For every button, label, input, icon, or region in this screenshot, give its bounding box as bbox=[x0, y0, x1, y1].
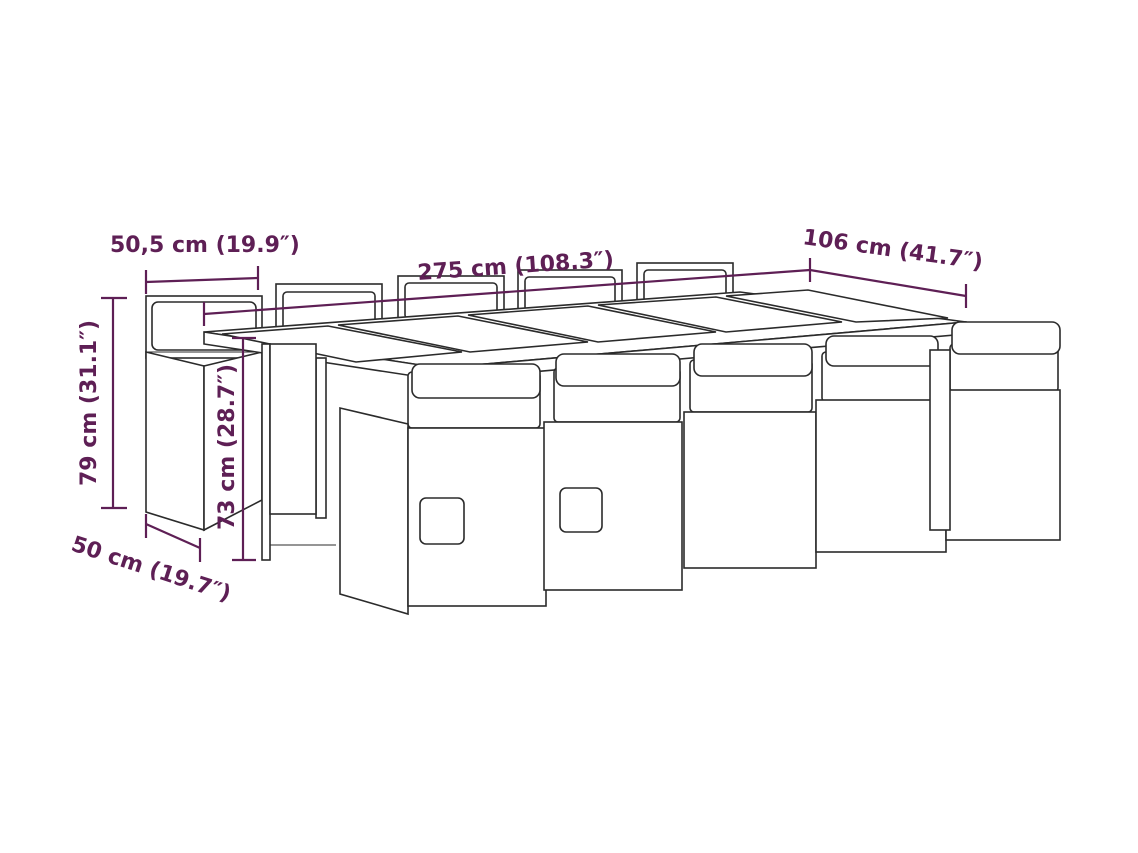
seat-depth-label: 50 cm (19.7″) bbox=[68, 532, 234, 607]
table-width-label: 106 cm (41.7″) bbox=[801, 225, 984, 275]
seat-width-label: 50,5 cm (19.9″) bbox=[110, 233, 300, 258]
table-height-label: 73 cm (28.7″) bbox=[215, 364, 240, 530]
front-chair bbox=[929, 321, 1061, 541]
front-chair bbox=[543, 353, 683, 591]
front-chair bbox=[339, 363, 547, 616]
front-chair bbox=[683, 343, 817, 569]
front-chair bbox=[815, 335, 947, 553]
front-chairs bbox=[339, 321, 1061, 616]
dimension-lines bbox=[101, 258, 968, 562]
chair-height-label: 79 cm (31.1″) bbox=[77, 320, 102, 486]
